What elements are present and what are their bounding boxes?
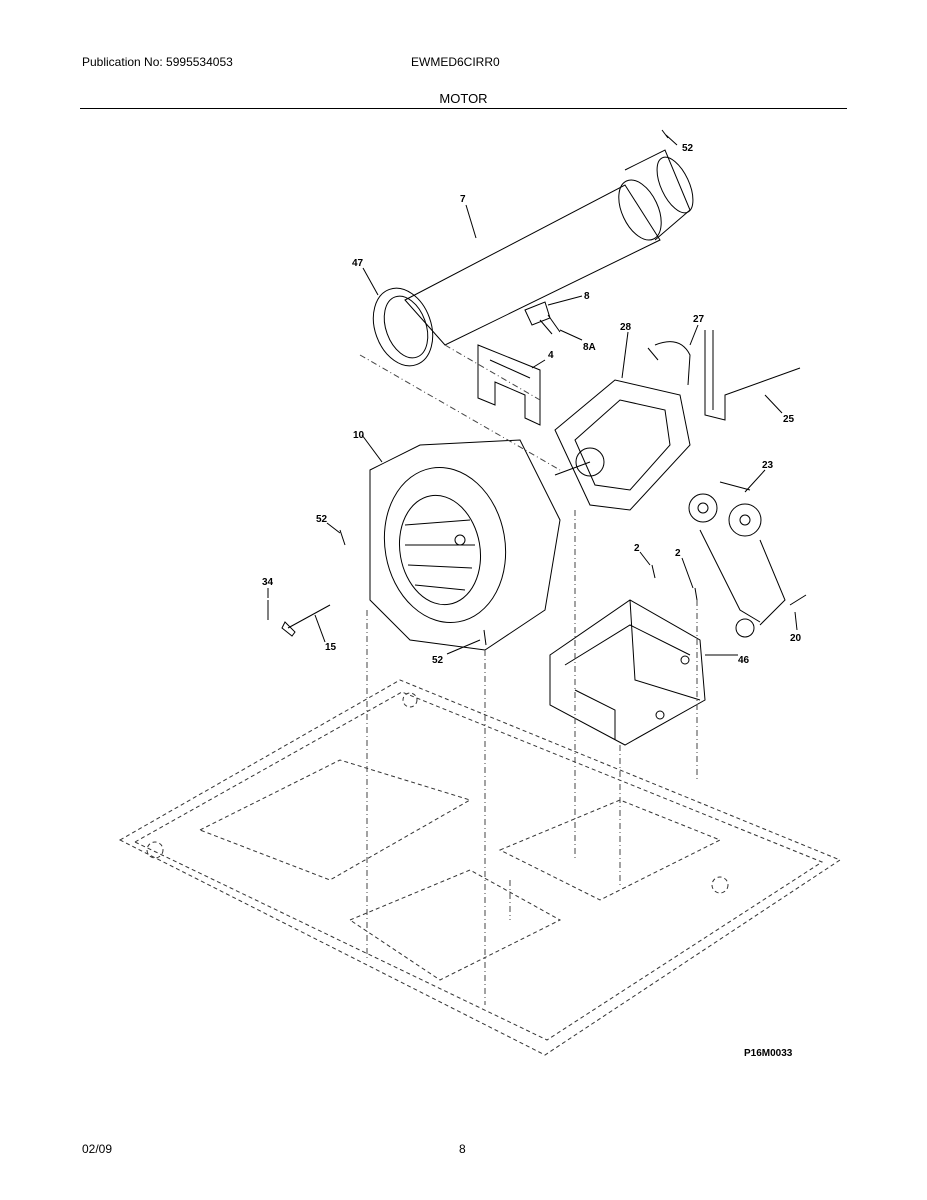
publication-number: Publication No: 5995534053 xyxy=(82,55,233,69)
blower-housing-part-10 xyxy=(369,439,561,651)
callout-8a: 8A xyxy=(583,342,596,353)
callout-15: 15 xyxy=(325,642,337,653)
callout-20: 20 xyxy=(790,633,802,644)
callout-25: 25 xyxy=(783,414,795,425)
alignment-lines xyxy=(359,344,698,1005)
callout-2-left: 2 xyxy=(634,543,640,554)
screws xyxy=(267,129,807,646)
callout-46: 46 xyxy=(738,655,750,666)
callout-47: 47 xyxy=(352,258,364,269)
bracket-part-4 xyxy=(477,344,541,426)
model-number: EWMED6CIRR0 xyxy=(411,55,500,69)
callout-52-top: 52 xyxy=(682,143,694,154)
callout-4: 4 xyxy=(548,350,554,361)
callout-52-left: 52 xyxy=(316,514,328,525)
section-title: MOTOR xyxy=(439,91,488,106)
figure-code: P16M0033 xyxy=(744,1048,793,1059)
footer-date: 02/09 xyxy=(82,1142,113,1156)
callout-28: 28 xyxy=(620,322,632,333)
callout-27: 27 xyxy=(693,314,705,325)
clip-part-27 xyxy=(647,341,691,386)
mount-clip-part-8 xyxy=(524,301,561,335)
callout-34: 34 xyxy=(262,577,274,588)
callout-52-bottom: 52 xyxy=(432,655,444,666)
motor-mount-part-46 xyxy=(549,599,706,746)
callout-2-right: 2 xyxy=(675,548,681,559)
callout-23: 23 xyxy=(762,460,774,471)
callout-8: 8 xyxy=(584,291,590,302)
callout-7: 7 xyxy=(460,194,466,205)
vent-duct-part-7 xyxy=(404,149,694,346)
idler-tensioner-part-23 xyxy=(688,481,786,638)
seal-ring-part-47 xyxy=(372,287,434,367)
wire-part-25 xyxy=(704,330,801,421)
page-number: 8 xyxy=(459,1142,466,1156)
base-plate xyxy=(118,679,842,1056)
header-rule xyxy=(80,108,847,109)
motor-part-28 xyxy=(554,379,691,511)
sensor-part-15 xyxy=(281,604,331,637)
leader-lines xyxy=(267,134,798,656)
callout-10: 10 xyxy=(353,430,365,441)
